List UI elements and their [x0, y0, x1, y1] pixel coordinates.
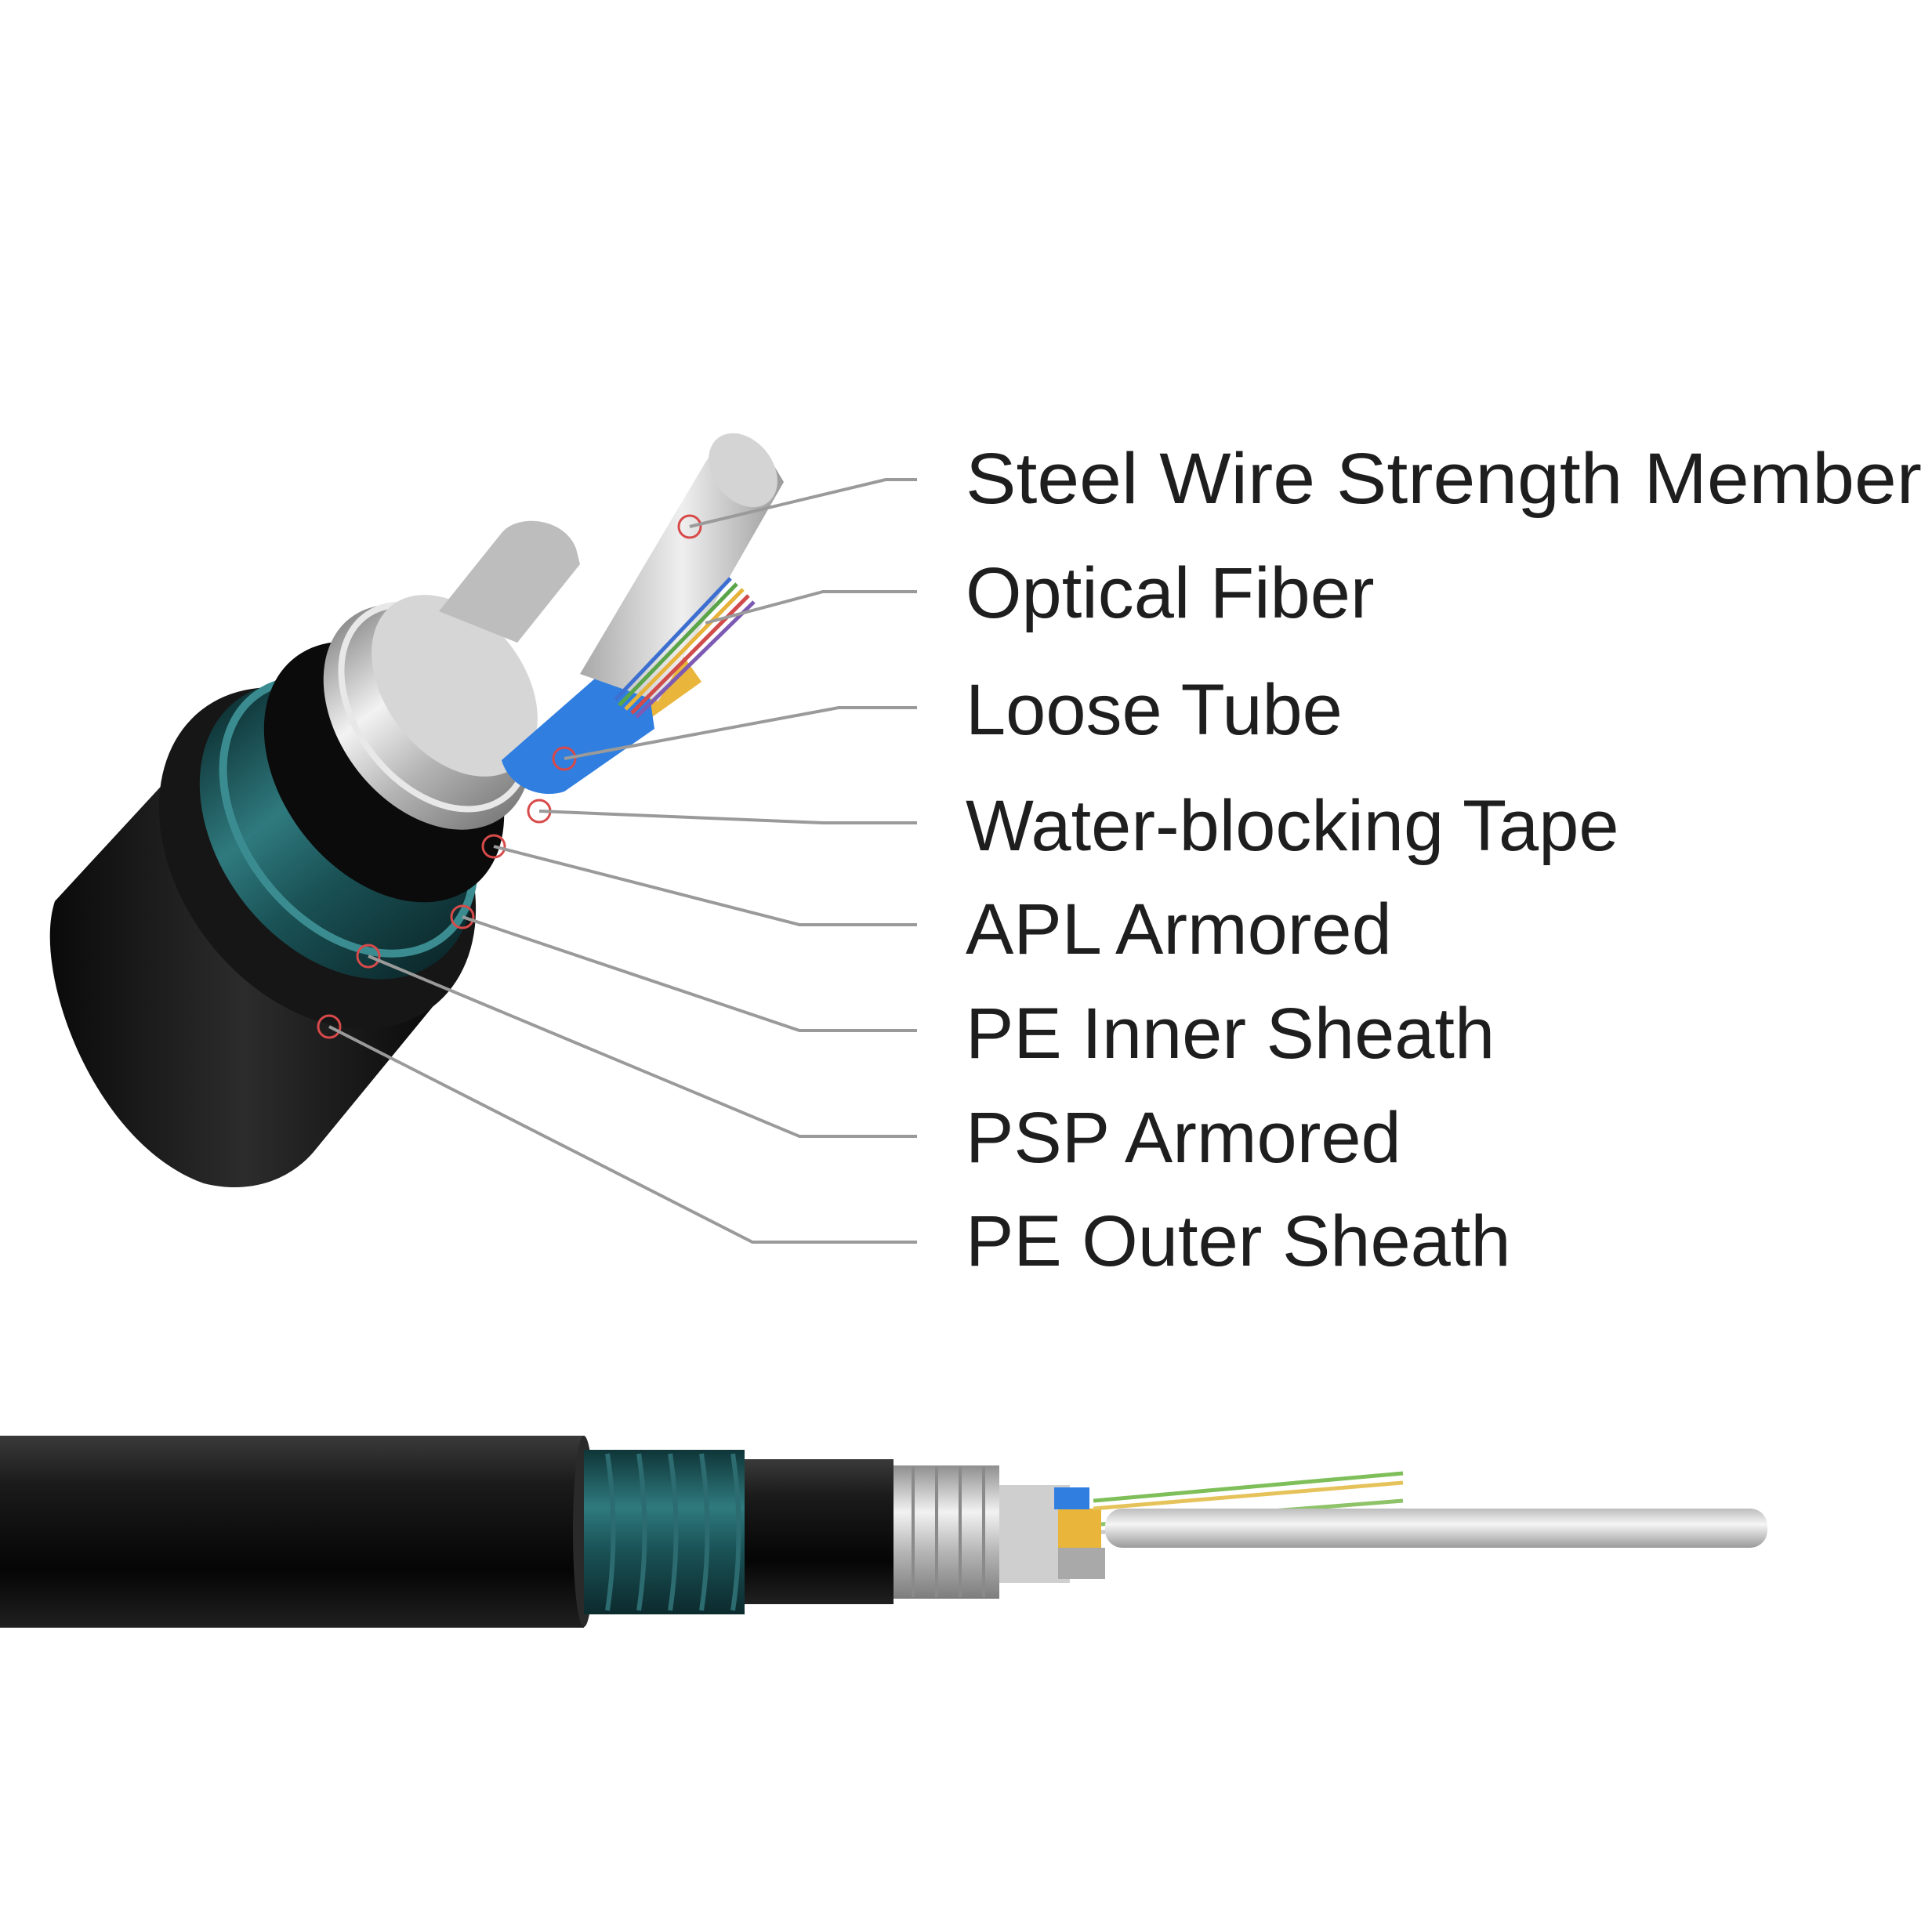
- loose-tube-blue: [502, 671, 654, 795]
- side-water-tape: [894, 1465, 999, 1599]
- steel-wire-rod: [580, 446, 784, 701]
- leader-line-apl-armored: [493, 845, 917, 926]
- side-loose-tube-gray: [1058, 1548, 1105, 1579]
- leader-line-loose-tube: [564, 706, 917, 760]
- cable-side-view: [0, 1436, 1767, 1628]
- leader-line-steel-wire: [689, 478, 917, 528]
- side-loose-tube-blue: [1054, 1487, 1089, 1509]
- layer-labels: Steel Wire Strength Member Optical Fiber…: [966, 439, 1922, 1281]
- side-inner-sheath: [745, 1459, 894, 1604]
- leader-line-optical-fiber: [705, 590, 917, 625]
- side-loose-tube-yellow: [1058, 1509, 1101, 1548]
- label-water-blocking-tape: Water-blocking Tape: [966, 786, 1619, 866]
- side-outer-sheath: [0, 1436, 584, 1628]
- optical-fibers: [614, 577, 756, 719]
- cable-cutaway-view: [49, 433, 784, 1188]
- label-apl-armored: APL Armored: [966, 889, 1392, 969]
- label-pe-outer-sheath: PE Outer Sheath: [966, 1201, 1511, 1281]
- label-psp-armored: PSP Armored: [966, 1098, 1401, 1178]
- leader-line-inner-sheath: [462, 915, 917, 1032]
- leader-line-water-tape: [538, 810, 917, 824]
- steel-wire-rod-end: [709, 433, 778, 508]
- label-steel-wire: Steel Wire Strength Member: [966, 439, 1922, 519]
- water-tape-core: [372, 595, 538, 777]
- leader-line-psp-armored: [368, 955, 917, 1138]
- filler-tube: [439, 520, 580, 643]
- label-optical-fiber: Optical Fiber: [966, 553, 1375, 633]
- side-steel-wire-rod: [1105, 1509, 1767, 1548]
- side-psp-corrugations: [605, 1453, 741, 1611]
- label-loose-tube: Loose Tube: [966, 670, 1343, 750]
- label-pe-inner-sheath: PE Inner Sheath: [966, 994, 1495, 1074]
- side-water-tape-ridges: [912, 1467, 985, 1597]
- leader-lines: [328, 478, 917, 1244]
- leader-line-outer-sheath: [328, 1025, 917, 1244]
